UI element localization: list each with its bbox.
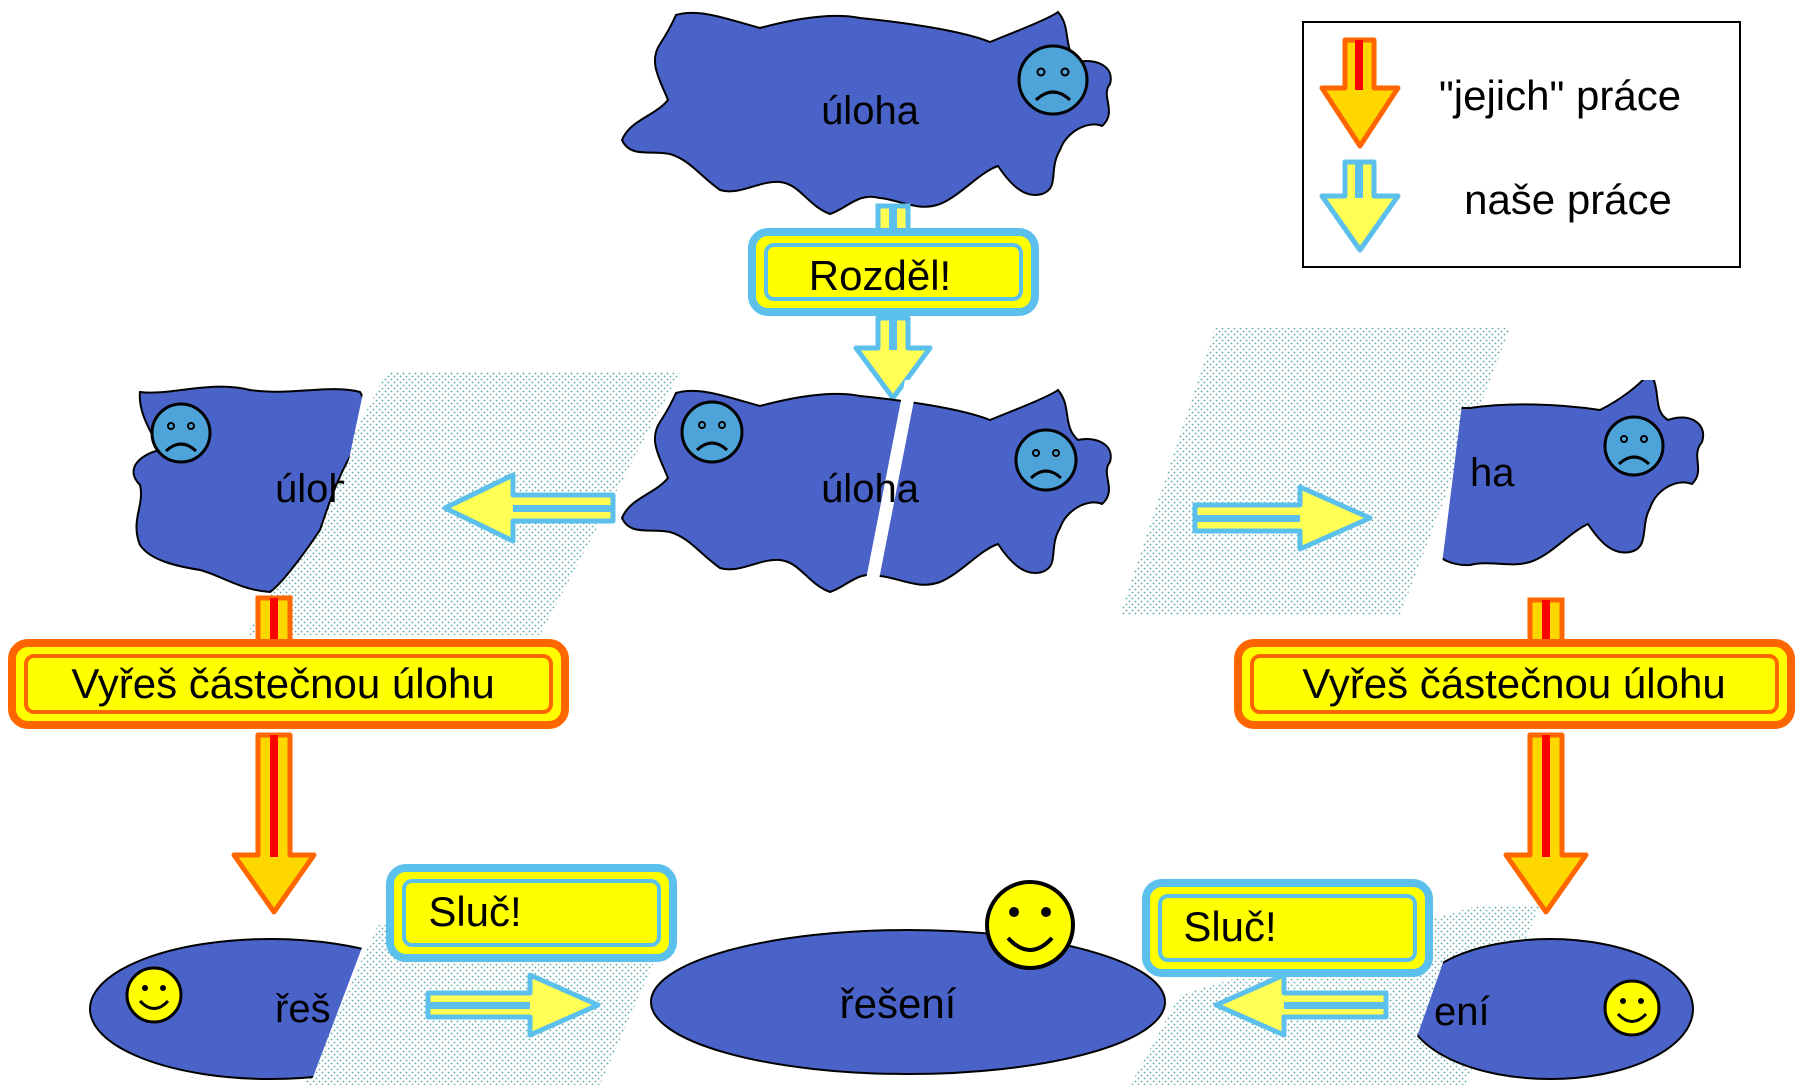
arrow-left-to-left-part bbox=[442, 472, 616, 544]
arrow-right-to-right-part bbox=[1192, 484, 1373, 552]
sad-face-icon bbox=[1603, 415, 1665, 477]
cut-label-box-left: Vyřeš částečnou úlohu bbox=[8, 639, 569, 729]
merge-label-box-right: Sluč! bbox=[1142, 879, 1433, 977]
sad-face-icon bbox=[1014, 428, 1078, 492]
split-label-box: Rozděl! bbox=[748, 228, 1039, 316]
task-blob-center-split: úloha bbox=[620, 380, 1112, 600]
sad-face-icon bbox=[1017, 44, 1089, 116]
arrow-merge-from-right bbox=[1213, 972, 1389, 1038]
solution-oval-center: řešení bbox=[650, 929, 1166, 1075]
cut-label-box-right: Vyřeš částečnou úlohu bbox=[1234, 639, 1795, 729]
solution-label-left-fragment: řeš bbox=[275, 987, 331, 1031]
split-label: Rozděl! bbox=[809, 252, 951, 299]
legend-their-work-label: "jejich" práce bbox=[1439, 72, 1681, 119]
their-work-arrow-icon bbox=[1319, 37, 1401, 149]
solution-label-right-fragment: ení bbox=[1434, 990, 1490, 1034]
happy-face-icon bbox=[1603, 979, 1661, 1037]
merge-label-box-left: Sluč! bbox=[386, 864, 677, 962]
happy-face-icon bbox=[125, 966, 183, 1024]
merge-label-right: Sluč! bbox=[1183, 903, 1276, 950]
task-label-top: úloha bbox=[821, 89, 920, 133]
our-work-arrow-icon bbox=[1319, 159, 1401, 253]
task-label-left-fragment: úloh bbox=[275, 467, 351, 511]
merge-label-left: Sluč! bbox=[428, 888, 521, 935]
arrow-merge-from-left bbox=[425, 972, 601, 1038]
arrow-right-cut-down bbox=[1503, 597, 1589, 915]
solution-oval-right-part: ení bbox=[1406, 938, 1694, 1080]
sad-face-icon bbox=[150, 402, 212, 464]
legend: "jejich" práce naše práce bbox=[1302, 21, 1741, 268]
cut-label-right: Vyřeš částečnou úlohu bbox=[1302, 660, 1725, 707]
happy-face-icon bbox=[985, 880, 1075, 970]
legend-our-work-label: naše práce bbox=[1464, 176, 1672, 223]
task-label-center: úloha bbox=[821, 467, 920, 511]
solution-label-center: řešení bbox=[840, 980, 957, 1027]
task-label-right-fragment: ha bbox=[1470, 451, 1515, 495]
cut-label-left: Vyřeš částečnou úlohu bbox=[71, 660, 494, 707]
arrow-split-down bbox=[853, 315, 933, 401]
arrow-left-cut-down bbox=[231, 595, 317, 915]
hatched-region-right bbox=[1120, 328, 1510, 615]
task-blob-top: úloha bbox=[620, 10, 1112, 216]
sad-face-icon bbox=[680, 400, 744, 464]
